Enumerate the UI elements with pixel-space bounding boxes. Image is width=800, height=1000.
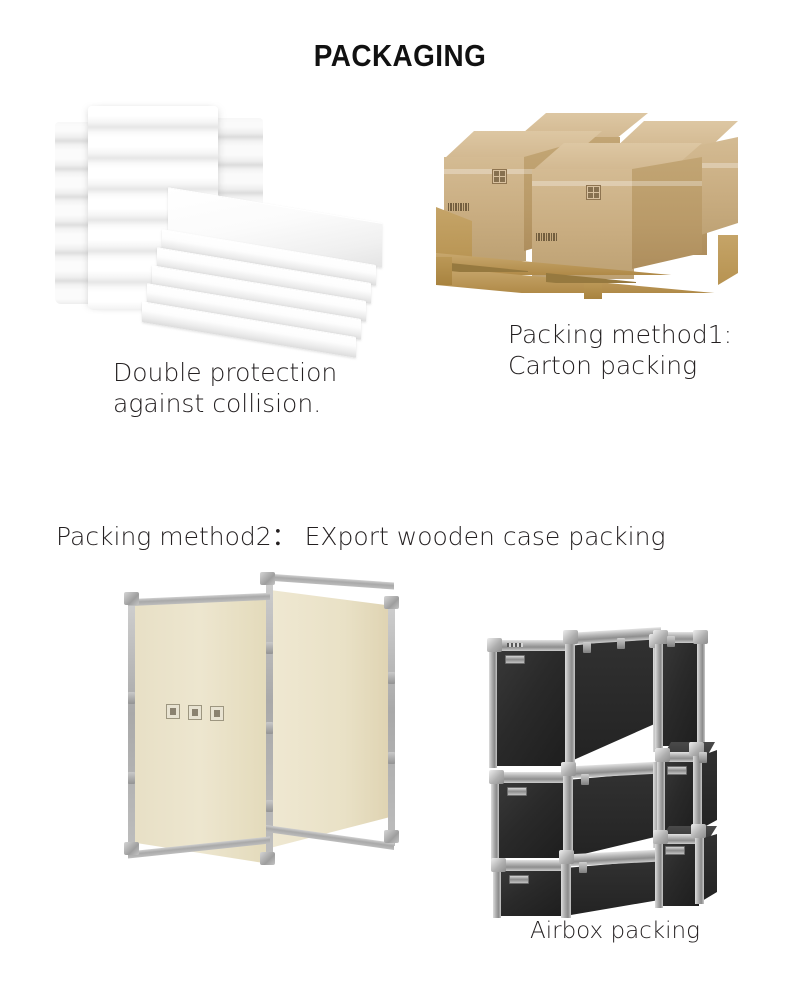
caption-packing-method-1: Packing method1: Carton packing xyxy=(508,320,733,380)
shipping-symbol-label xyxy=(586,185,601,200)
corner-cap xyxy=(260,572,275,585)
case-handle xyxy=(509,875,529,884)
case-handle xyxy=(507,787,527,796)
case-latch xyxy=(617,638,625,649)
handling-sticker xyxy=(210,706,224,721)
caption-airbox-packing: Airbox packing xyxy=(530,918,700,944)
foam-sheet-stack xyxy=(140,187,385,358)
wooden-case-image xyxy=(108,572,408,902)
edge-clip xyxy=(266,722,273,734)
caption-packing-method-2: Packing method2： EXport wooden case pack… xyxy=(56,522,666,551)
edge-clip xyxy=(266,800,273,812)
corner-cap xyxy=(124,842,139,855)
case-handle xyxy=(505,655,525,664)
metal-trim-center-edge xyxy=(266,576,273,854)
barcode-label xyxy=(536,233,558,241)
edge-clip xyxy=(388,672,395,684)
case-latch xyxy=(583,642,591,653)
corner-cap xyxy=(384,596,399,609)
page-title: PACKAGING xyxy=(313,38,487,73)
case-latch xyxy=(581,774,589,785)
shipping-symbol-label xyxy=(492,169,507,184)
handling-sticker xyxy=(188,705,202,720)
handling-sticker xyxy=(166,704,180,719)
case-latch xyxy=(579,862,587,873)
barcode-label xyxy=(448,203,470,211)
case-latch xyxy=(699,752,707,763)
case-latch xyxy=(667,636,675,647)
wooden-case-side-panel xyxy=(270,590,394,848)
foam-packaging-image xyxy=(55,100,385,358)
carton-packing-image xyxy=(436,107,756,302)
metal-trim-top-right xyxy=(266,573,394,590)
edge-clip xyxy=(128,772,135,784)
case-handle xyxy=(665,846,685,855)
edge-clip xyxy=(128,692,135,704)
airbox-packing-image xyxy=(487,627,717,918)
edge-clip xyxy=(388,752,395,764)
corner-cap xyxy=(384,830,399,843)
metal-trim-right-edge xyxy=(388,602,395,846)
corner-cap xyxy=(260,852,275,865)
wooden-case-front-panel xyxy=(130,596,270,864)
edge-clip xyxy=(266,642,273,654)
caption-double-protection: Double protection against collision. xyxy=(113,358,338,418)
metal-trim-left-edge xyxy=(128,600,135,852)
corner-cap xyxy=(124,592,139,605)
case-handle xyxy=(667,766,687,775)
